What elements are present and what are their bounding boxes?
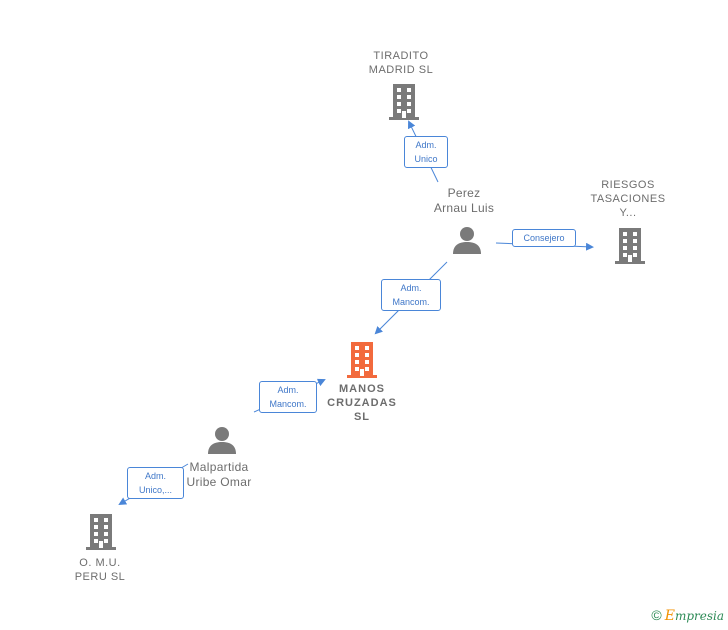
person-label-malpartida: Malpartida Uribe Omar: [186, 460, 252, 489]
person-icon[interactable]: [207, 426, 237, 454]
person-label-perez: Perez Arnau Luis: [433, 186, 495, 215]
company-label-tiradito: TIRADITO MADRID SL: [368, 50, 434, 76]
copyright-icon: ©: [651, 607, 662, 623]
company-building-icon[interactable]: [615, 228, 645, 264]
focus-company-building-icon[interactable]: [347, 342, 377, 378]
edge-label-consejero[interactable]: Consejero: [512, 229, 576, 247]
person-icon[interactable]: [452, 226, 482, 254]
company-building-icon[interactable]: [86, 514, 116, 550]
company-building-icon[interactable]: [389, 84, 419, 120]
company-label-omu: O. M.U. PERU SL: [74, 557, 126, 583]
edge-label-adm-mancom[interactable]: Adm. Mancom.: [259, 381, 317, 413]
company-label-manos: MANOS CRUZADAS SL: [327, 383, 397, 423]
company-label-riesgos: RIESGOS TASACIONES Y...: [590, 179, 666, 219]
edge-label-adm-unico[interactable]: Adm. Unico,...: [127, 467, 184, 499]
edge-label-adm-mancom[interactable]: Adm. Mancom.: [381, 279, 441, 311]
empresia-logo[interactable]: ©Empresia: [651, 607, 724, 624]
edge-label-adm-unico[interactable]: Adm. Unico: [404, 136, 448, 168]
